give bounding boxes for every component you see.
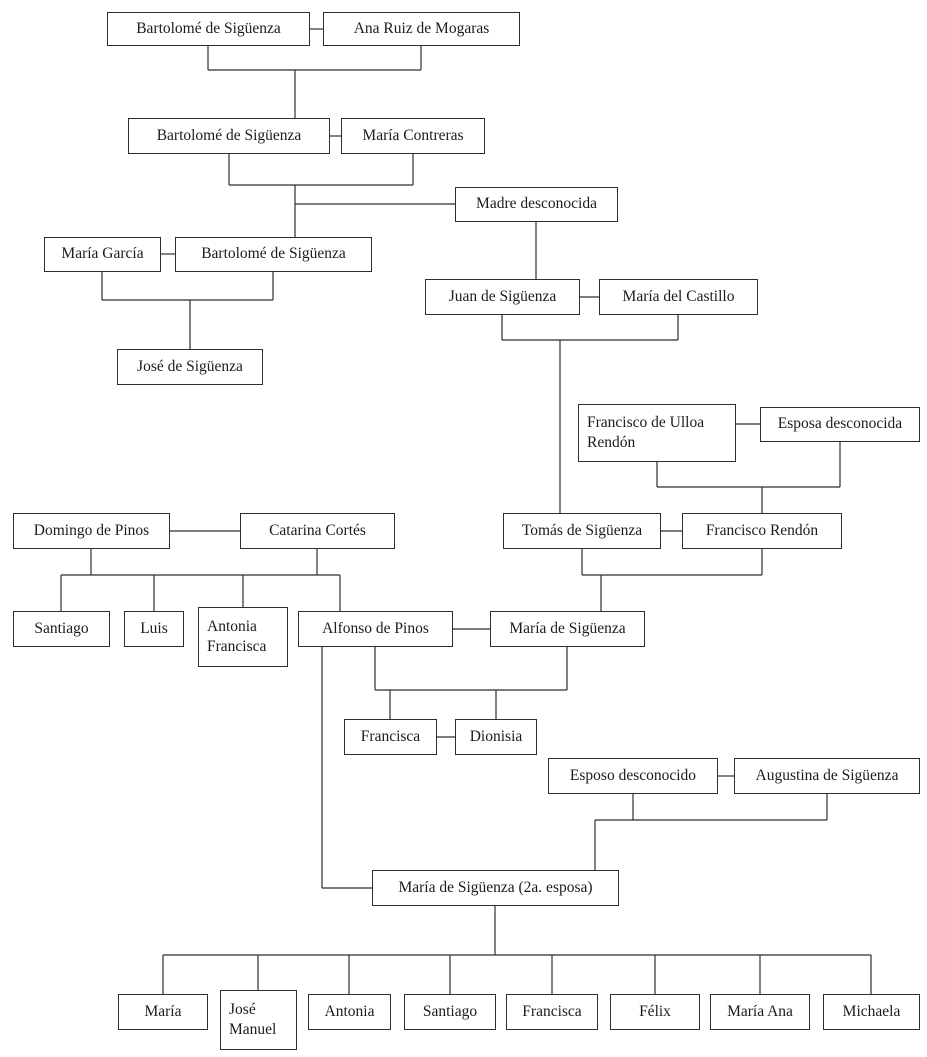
person-name: Bartolomé de Sigüenza	[156, 126, 302, 144]
person-box-dionisia: Dionisia	[455, 719, 537, 755]
person-box-bartolome-de-siguenza-2: Bartolomé de Sigüenza	[128, 118, 330, 154]
person-box-maria-contreras: María Contreras	[341, 118, 485, 154]
person-name: Bartolomé de Sigüenza	[201, 245, 346, 263]
person-name: María Ana	[727, 1002, 793, 1020]
person-name: Félix	[639, 1002, 671, 1020]
person-box-augustina-de-siguenza: Augustina de Sigüenza	[734, 758, 920, 794]
person-box-jose-de-siguenza: José de Sigüenza	[117, 349, 263, 385]
person-box-antonia-francisca: Antonia Francisca	[198, 607, 288, 667]
person-box-esposo-desconocido: Esposo desconocido	[548, 758, 718, 794]
person-name: Michaela	[842, 1002, 901, 1020]
person-name: Santiago	[422, 1002, 478, 1020]
person-name: Bartolomé de Sigüenza	[136, 19, 281, 37]
person-box-francisco-de-ulloa-rendon: Francisco de Ulloa Rendón	[578, 404, 736, 462]
person-name: María de Sigüenza (2a. esposa)	[398, 878, 593, 896]
person-name: Antonia Francisca	[207, 617, 267, 655]
person-box-ana-ruiz-de-mogaras: Ana Ruiz de Mogaras	[323, 12, 520, 46]
person-name: María de Sigüenza	[509, 619, 626, 637]
person-name: Francisco de Ulloa Rendón	[587, 413, 705, 451]
person-box-maria-del-castillo: María del Castillo	[599, 279, 758, 315]
person-name: María del Castillo	[622, 287, 735, 305]
person-box-michaela: Michaela	[823, 994, 920, 1030]
person-box-maria-garcia: María García	[44, 237, 161, 272]
person-name: Dionisia	[469, 727, 523, 745]
person-name: María Contreras	[362, 126, 464, 144]
person-name: Francisca	[360, 727, 421, 745]
person-name: Juan de Sigüenza	[448, 287, 557, 305]
person-box-felix: Félix	[610, 994, 700, 1030]
person-box-maria-child: María	[118, 994, 208, 1030]
person-box-santiago-2: Santiago	[404, 994, 496, 1030]
person-box-esposa-desconocida: Esposa desconocida	[760, 407, 920, 442]
person-box-francisco-rendon: Francisco Rendón	[682, 513, 842, 549]
person-box-domingo-de-pinos: Domingo de Pinos	[13, 513, 170, 549]
person-name: Francisca	[522, 1002, 582, 1020]
person-name: Madre desconocida	[476, 195, 597, 213]
person-box-maria-de-siguenza-1: María de Sigüenza	[490, 611, 645, 647]
person-box-francisca-1: Francisca	[344, 719, 437, 755]
person-box-santiago-1: Santiago	[13, 611, 110, 647]
person-name: Esposo desconocido	[569, 766, 697, 784]
person-box-luis: Luis	[124, 611, 184, 647]
person-name: Francisco Rendón	[705, 521, 819, 539]
person-box-catarina-cortes: Catarina Cortés	[240, 513, 395, 549]
person-box-maria-ana: María Ana	[710, 994, 810, 1030]
person-name: José de Sigüenza	[137, 357, 243, 375]
person-box-bartolome-de-siguenza-1: Bartolomé de Sigüenza	[107, 12, 310, 46]
person-box-madre-desconocida: Madre desconocida	[455, 187, 618, 222]
person-name: Esposa desconocida	[777, 415, 903, 433]
person-name: José Manuel	[229, 1000, 277, 1038]
person-name: Luis	[140, 619, 168, 637]
person-name: Catarina Cortés	[269, 521, 366, 539]
person-box-antonia: Antonia	[308, 994, 391, 1030]
person-name: Ana Ruiz de Mogaras	[353, 19, 490, 37]
person-name: Augustina de Sigüenza	[755, 766, 899, 784]
person-box-jose-manuel: José Manuel	[220, 990, 297, 1050]
person-box-tomas-de-siguenza: Tomás de Sigüenza	[503, 513, 661, 549]
person-box-alfonso-de-pinos: Alfonso de Pinos	[298, 611, 453, 647]
person-box-juan-de-siguenza: Juan de Sigüenza	[425, 279, 580, 315]
person-name: María	[144, 1002, 182, 1020]
person-name: María García	[61, 245, 144, 263]
person-box-maria-de-siguenza-2: María de Sigüenza (2a. esposa)	[372, 870, 619, 906]
person-box-bartolome-de-siguenza-3: Bartolomé de Sigüenza	[175, 237, 372, 272]
person-name: Santiago	[34, 619, 89, 637]
person-name: Tomás de Sigüenza	[521, 521, 643, 539]
person-name: Antonia	[324, 1002, 375, 1020]
person-box-francisca-2: Francisca	[506, 994, 598, 1030]
person-name: Alfonso de Pinos	[322, 619, 429, 637]
person-name: Domingo de Pinos	[33, 521, 150, 539]
